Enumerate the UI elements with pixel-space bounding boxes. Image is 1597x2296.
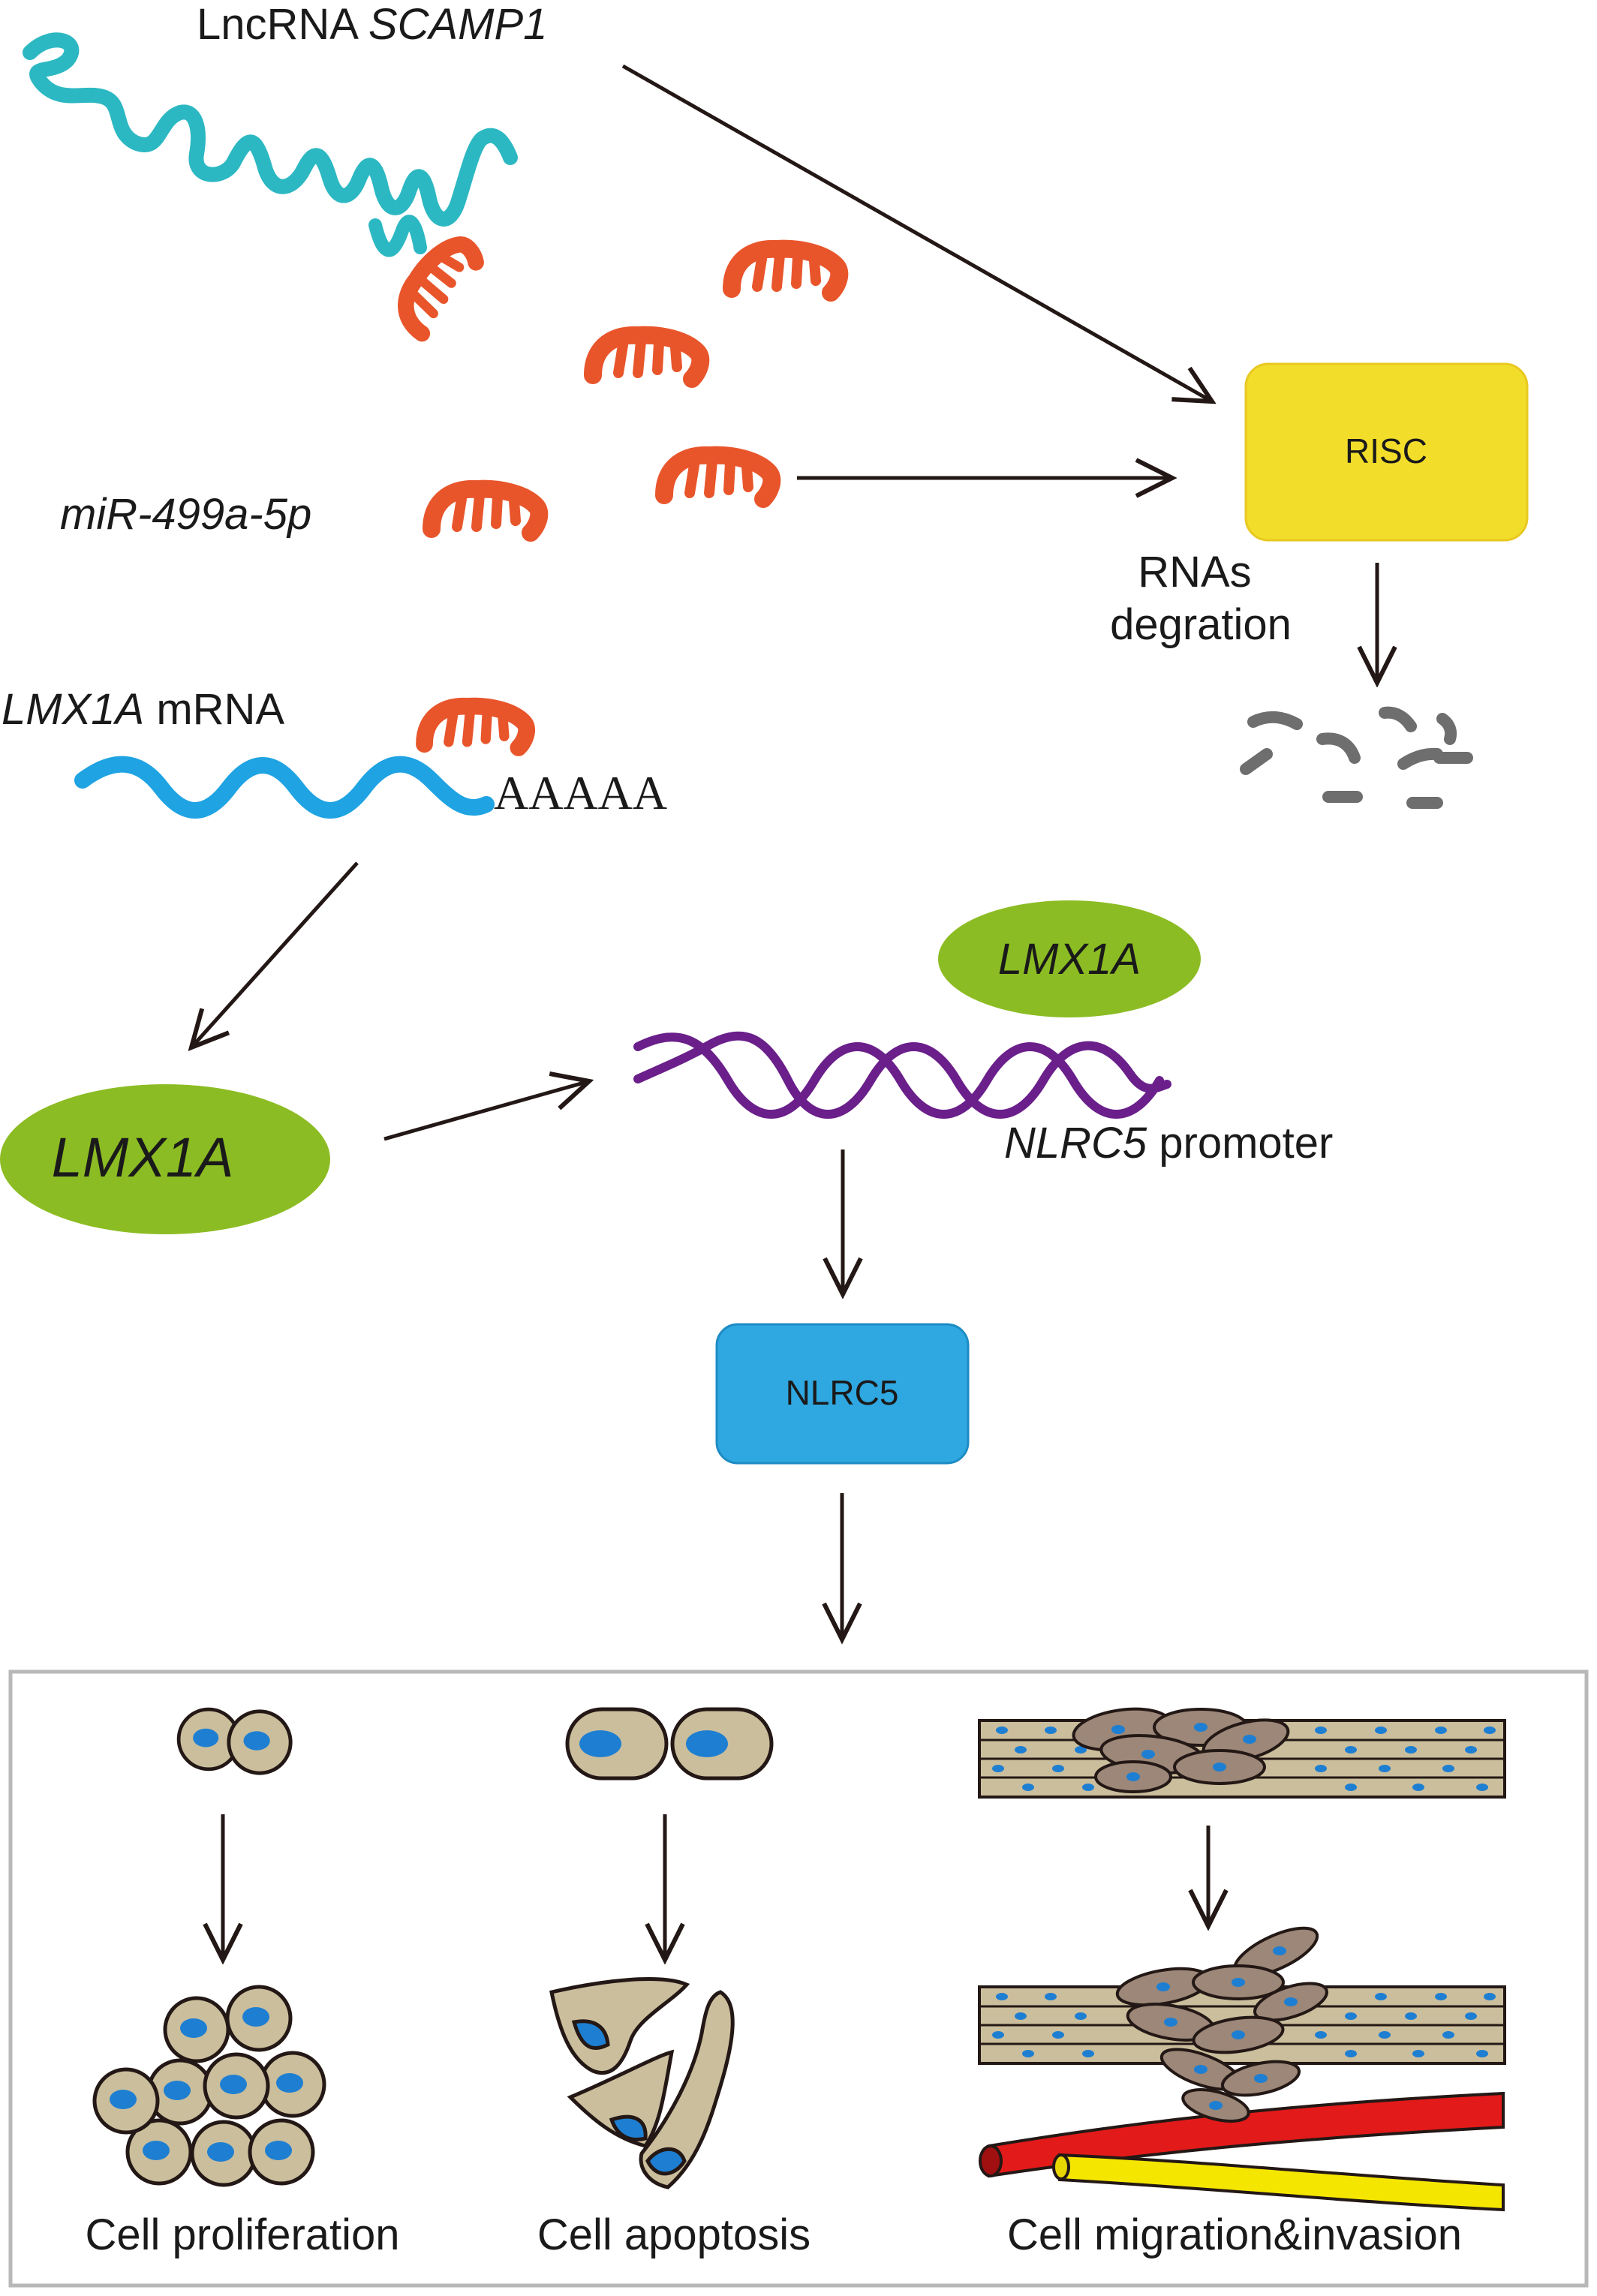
arrow-lmx1a-to-promoter bbox=[383, 1081, 589, 1141]
lmx1a-mrna-label: LMX1A mRNA bbox=[2, 685, 284, 734]
outcome-migration-label: Cell migration&invasion bbox=[1007, 2210, 1462, 2259]
nlrc5-label: NLRC5 bbox=[786, 1373, 899, 1412]
lmx1a-mrna-strand bbox=[74, 756, 495, 819]
mirna-free-3 bbox=[664, 455, 771, 499]
lncrna-scamp1-strand bbox=[23, 32, 518, 227]
lmx1a-bound-promoter bbox=[938, 900, 1201, 1017]
poly-a-tail: AAAAA bbox=[494, 766, 667, 819]
lmx1a-protein bbox=[0, 1084, 330, 1234]
nlrc5-box bbox=[715, 1323, 970, 1465]
migration-after-tissue bbox=[978, 1926, 1506, 2212]
apoptosis-after-cells bbox=[549, 1977, 735, 2189]
lncrna-scamp1-end bbox=[368, 215, 427, 257]
nerve-fiber bbox=[1058, 2153, 1505, 2212]
mirna-bound-lncrna bbox=[392, 233, 480, 335]
rna-fragments bbox=[1240, 706, 1473, 809]
lmx1a-protein-label: LMX1A bbox=[52, 1126, 234, 1189]
nlrc5-promoter-label: NLRC5 promoter bbox=[1004, 1119, 1333, 1168]
migration-before-tissue bbox=[978, 1707, 1506, 1799]
degradation-label: RNAs degration bbox=[1110, 548, 1292, 649]
lncrna-label: LncRNA SCAMP1 bbox=[197, 0, 547, 49]
lmx1a-bound-label: LMX1A bbox=[998, 935, 1141, 984]
arrow-lncrna-to-risc bbox=[621, 64, 1212, 401]
nlrc5-promoter-dna bbox=[633, 1031, 1171, 1119]
mirna-free-1 bbox=[732, 249, 839, 293]
apoptosis-before-cells bbox=[565, 1707, 774, 1781]
mirna-free-2 bbox=[593, 335, 700, 379]
risc-box bbox=[1244, 362, 1529, 542]
outcome-proliferation-label: Cell proliferation bbox=[85, 2210, 399, 2259]
outcome-apoptosis-label: Cell apoptosis bbox=[537, 2210, 811, 2259]
risc-label: RISC bbox=[1345, 431, 1427, 470]
mirna-bound-mrna bbox=[425, 706, 527, 747]
mirna-free-4 bbox=[432, 489, 539, 533]
arrow-mrna-to-lmx1a bbox=[191, 861, 359, 1047]
mirna-label: miR-499a-5p bbox=[60, 490, 311, 539]
